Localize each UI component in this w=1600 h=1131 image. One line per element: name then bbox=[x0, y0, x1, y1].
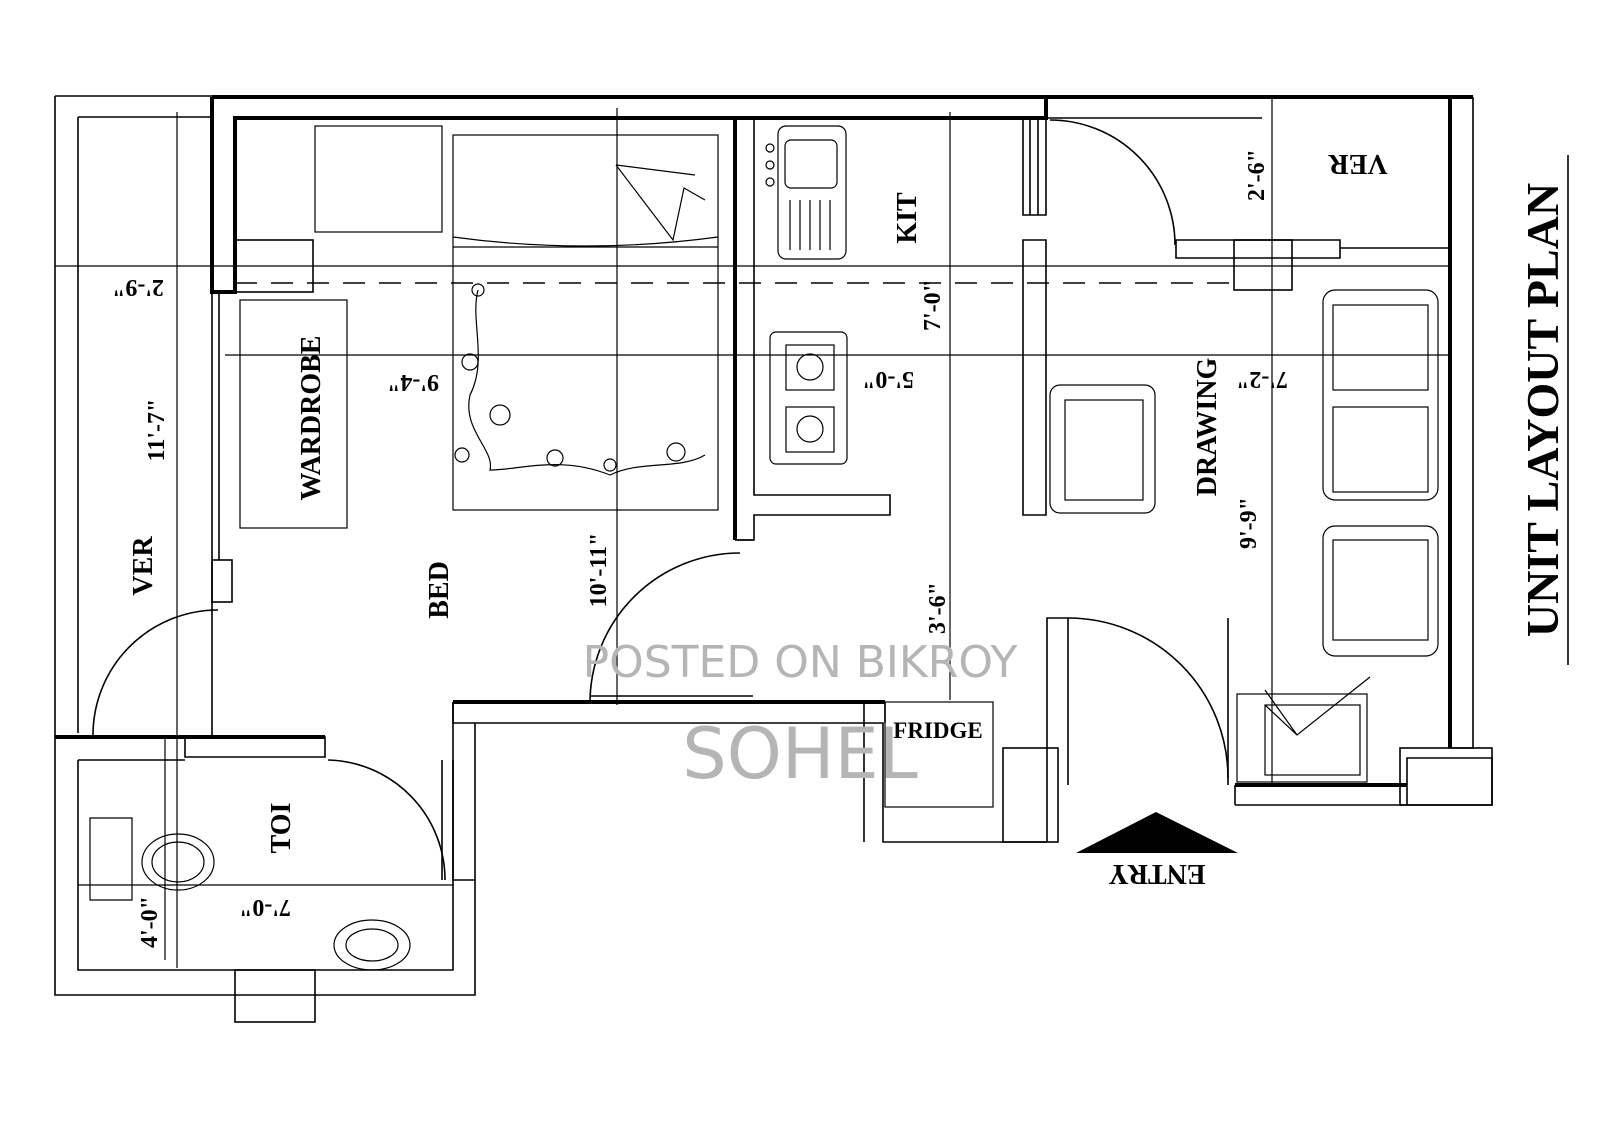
dim-bed-length: 10'-11" bbox=[586, 533, 612, 608]
door-ver-right bbox=[1049, 119, 1176, 246]
bed-ornament bbox=[468, 289, 706, 476]
side-table bbox=[314, 125, 443, 233]
bed-sheet-fold bbox=[615, 164, 706, 242]
armchair bbox=[1049, 384, 1156, 514]
sofa-large bbox=[1322, 289, 1439, 501]
label-drawing: DRAWING bbox=[1192, 358, 1223, 497]
dim-ver-left-width: 2'-9" bbox=[112, 274, 164, 300]
door-entry bbox=[1067, 617, 1229, 779]
label-fridge: FRIDGE bbox=[893, 718, 982, 743]
plan-title: UNIT LAYOUT PLAN bbox=[1517, 183, 1568, 637]
toilet-wc bbox=[141, 833, 215, 891]
dim-drawing-width: 7'-2" bbox=[1236, 366, 1288, 392]
dim-passage: 3'-6" bbox=[925, 582, 951, 634]
door-bed bbox=[589, 552, 741, 704]
watermark-line1: POSTED ON BIKROY bbox=[583, 637, 1018, 688]
watermark-line2: SOHEL bbox=[682, 713, 917, 795]
dim-drawing-length: 9'-9" bbox=[1236, 497, 1262, 549]
label-entry: ENTRY bbox=[1108, 858, 1205, 889]
furniture bbox=[89, 125, 1439, 971]
dim-kitchen-depth: 7'-0" bbox=[920, 279, 946, 331]
dim-bed-width: 9'-4" bbox=[387, 369, 439, 395]
dim-kitchen-width: 5'-0" bbox=[862, 366, 914, 392]
room-labels: VER WARDROBE BED KIT DRAWING VER TOI FRI… bbox=[128, 148, 1569, 889]
label-toilet: TOI bbox=[266, 803, 297, 854]
wash-basin bbox=[333, 919, 411, 971]
dim-toilet-depth: 4'-0" bbox=[137, 896, 163, 948]
label-kitchen: KIT bbox=[892, 192, 923, 244]
bed bbox=[452, 134, 719, 511]
door-toilet bbox=[327, 759, 446, 881]
walls bbox=[54, 95, 1493, 1023]
dimension-labels: 2'-9" 11'-7" 9'-4" 10'-11" 7'-0" 5'-0" 3… bbox=[112, 149, 1288, 948]
label-ver-left: VER bbox=[128, 536, 159, 596]
kitchen-sink bbox=[777, 125, 847, 260]
gas-stove bbox=[769, 331, 848, 465]
dim-toilet-width: 7'-0" bbox=[239, 894, 291, 920]
watermark: POSTED ON BIKROY SOHEL bbox=[583, 637, 1018, 795]
dim-ver-left-length: 11'-7" bbox=[144, 399, 170, 462]
dimension-lines bbox=[55, 97, 1450, 968]
door-ver-left bbox=[92, 609, 219, 736]
fridge bbox=[884, 701, 994, 808]
label-bed: BED bbox=[424, 561, 455, 619]
wardrobe bbox=[239, 299, 348, 529]
label-ver-right: VER bbox=[1328, 148, 1388, 179]
doors bbox=[92, 119, 1229, 881]
sofa-small bbox=[1322, 525, 1439, 657]
entry-arrow-icon bbox=[1076, 812, 1238, 853]
dim-ver-right-depth: 2'-6" bbox=[1244, 149, 1270, 201]
tv-unit bbox=[1236, 693, 1368, 783]
label-wardrobe: WARDROBE bbox=[296, 336, 327, 501]
